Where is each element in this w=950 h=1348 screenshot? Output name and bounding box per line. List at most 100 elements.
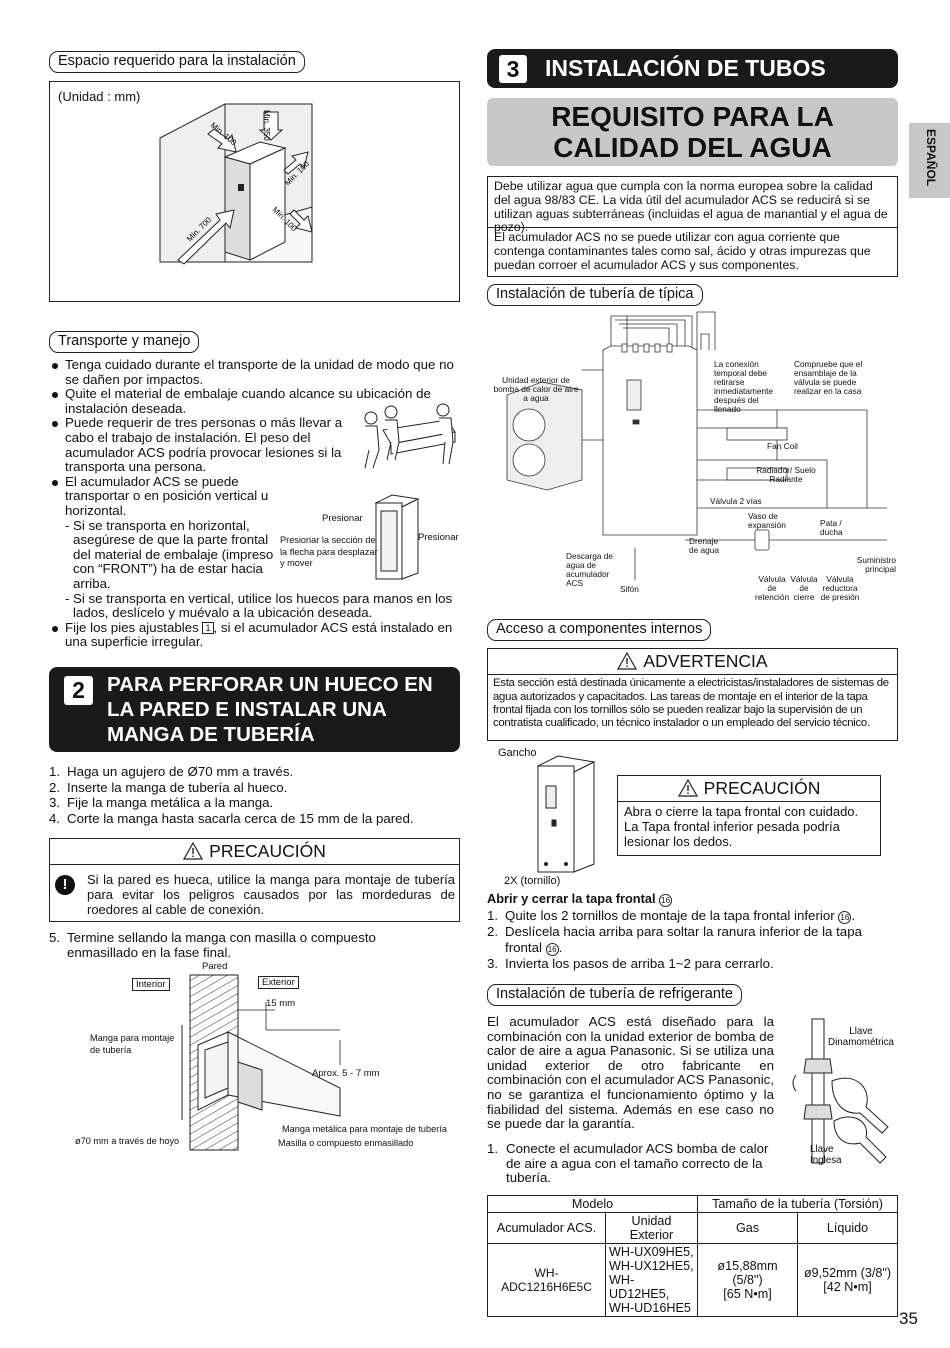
caution-title-left: PRECAUCIÓN <box>209 841 326 861</box>
step-1: 1.Haga un agujero de Ø70 mm a través. <box>49 764 459 780</box>
water-quality-banner: REQUISITO PARA LA CALIDAD DEL AGUA <box>487 98 898 166</box>
lbl-drenaje: Drenaje de agua <box>689 536 719 555</box>
caution-text-left: Si la pared es hueca, utilice la manga p… <box>87 872 455 917</box>
dim-350: Min. 350 <box>262 110 271 141</box>
step-3: 3.Fije la manga metálica a la manga. <box>49 795 459 811</box>
oc-step-3-text: Invierta los pasos de arriba 1~2 para ce… <box>505 955 774 971</box>
section-3-header: 3 INSTALACIÓN DE TUBOS <box>487 49 898 88</box>
caution-box-right: PRECAUCIÓN Abra o cierre la tapa frontal… <box>617 775 881 856</box>
lbl-gancho: Gancho <box>498 747 537 759</box>
space-diagram: Min. 700 Min. 100 Min. 350 Min. 100 Min.… <box>159 103 313 265</box>
warning-title: ADVERTENCIA <box>643 651 768 671</box>
page-number: 35 <box>899 1309 918 1328</box>
td-units: WH-UX09HE5, WH-UX12HE5, WH-UD12HE5, WH-U… <box>605 1243 698 1317</box>
fig-manga: Manga para montaje de tubería <box>90 1033 175 1055</box>
caution-text-right: Abra o cierre la tapa frontal con cuidad… <box>624 804 859 850</box>
fig-hoyo: ø70 mm a través de hoyo <box>75 1136 180 1146</box>
table-row: Modelo Tamaño de la tubería (Torsión) <box>487 1195 898 1213</box>
step-5-text: Termine sellando la manga con masilla o … <box>67 930 376 961</box>
oc-step-1-num: 1. <box>487 908 499 923</box>
section-2-title: PARA PERFORAR UN HUECO EN LA PARED E INS… <box>107 673 433 746</box>
step-4-num: 4. <box>49 810 61 826</box>
lbl-tornillo: 2X (tornillo) <box>504 875 561 887</box>
th-modelo: Modelo <box>487 1195 698 1213</box>
sub-horizontal: Si se transporta en horizontal, asegúres… <box>49 518 274 592</box>
press-label-1: Presionar <box>322 513 363 524</box>
open-close-steps: 1. Quite los 2 tornillos de montaje de la… <box>487 908 887 971</box>
water-quality-title-1: REQUISITO PARA LA <box>551 101 834 132</box>
unit-2: WH-UX12HE5, <box>609 1259 694 1273</box>
section-3-title: INSTALACIÓN DE TUBOS <box>545 55 826 81</box>
sub-vertical: Si se transporta en vertical, utilice lo… <box>49 591 454 621</box>
unit-label: (Unidad : mm) <box>58 89 141 104</box>
section-2-header: 2 PARA PERFORAR UN HUECO EN LA PARED E I… <box>49 667 460 752</box>
oc-step-3: 3.Invierta los pasos de arriba 1~2 para … <box>487 956 887 972</box>
lbl-compruebe: Compruebe que el ensamblaje de la válvul… <box>794 359 863 396</box>
liq-size: ø9,52mm (3/8") <box>803 1266 892 1280</box>
access-title: Acceso a componentes internos <box>487 619 712 641</box>
upright-unit-figure <box>374 494 420 580</box>
td-acum: WH-ADC1216H6E5C <box>487 1243 606 1317</box>
press-label-3: Presionar la sección de la flecha para d… <box>280 535 378 568</box>
warning-box: ADVERTENCIA Esta sección está destinada … <box>487 648 898 741</box>
warning-triangle-icon <box>677 779 698 797</box>
ref-1: 1 <box>202 621 214 634</box>
section-3-number: 3 <box>499 55 527 83</box>
step-2: 2.Inserte la manga de tubería al hueco. <box>49 780 459 796</box>
refrig-title: Instalación de tubería de refrigerante <box>487 984 742 1006</box>
language-tab: ESPAÑOL <box>909 123 950 198</box>
oc-step-1-text: Quite los 2 tornillos de montaje de la t… <box>505 908 835 923</box>
lbl-reductora: Válvula reductora de presión <box>820 574 860 602</box>
fig-masilla: Masilla o compuesto enmasillado <box>278 1138 414 1148</box>
step-5-num: 5. <box>49 930 61 945</box>
carry-people-figure <box>364 403 456 469</box>
lbl-fancoil: Fan Coil <box>767 441 798 451</box>
water-quality-box: Debe utilizar agua que cumpla con la nor… <box>487 176 898 277</box>
lbl-sifon: Sifón <box>620 584 639 594</box>
bullet-5-a: Fije los pies ajustables <box>65 619 199 635</box>
step-5: 5. Termine sellando la manga con masilla … <box>49 930 429 961</box>
ref-16-badge: 16 <box>838 911 852 924</box>
lbl-valvula2: Válvula 2 vías <box>710 496 762 506</box>
bullet-3: Puede requerir de tres personas o más ll… <box>49 416 354 474</box>
open-close-title-text: Abrir y cerrar la tapa frontal <box>487 891 656 906</box>
th-acum: Acumulador ACS. <box>487 1212 606 1244</box>
wall-sleeve-figure <box>181 974 341 1151</box>
oc-step-1: 1. Quite los 2 tornillos de montaje de la… <box>487 908 887 924</box>
oc-step-2-num: 2. <box>487 924 499 939</box>
lbl-retencion: Válvula de retención <box>755 574 790 602</box>
oc-step-2: 2.Deslícela hacia arriba para soltar la … <box>487 924 887 956</box>
bullet-5: Fije los pies ajustables 1, si el acumul… <box>49 619 454 650</box>
unit-front-figure <box>536 755 596 873</box>
caution-header-left: PRECAUCIÓN <box>50 839 459 866</box>
water-para-1: Debe utilizar agua que cumpla con la nor… <box>488 177 897 234</box>
th-gas: Gas <box>697 1212 798 1244</box>
refrig-text: El acumulador ACS está diseñado para la … <box>487 1014 774 1132</box>
lbl-outdoor: Unidad exterior de bomba de calor de air… <box>493 375 579 403</box>
td-gas: ø15,88mm (5/8") [65 N•m] <box>697 1243 798 1317</box>
bullet-5-b: , si el acumulador ACS está instalado en… <box>65 619 453 650</box>
step-1-num: 1. <box>49 764 61 779</box>
liq-torque: [42 N•m] <box>823 1280 872 1294</box>
caution-box-left: PRECAUCIÓN ! Si la pared es hueca, utili… <box>49 838 460 922</box>
unit-3: WH-UD12HE5, <box>609 1273 670 1301</box>
lbl-conexion: La conexión temporal debe retirarse inme… <box>714 359 774 414</box>
th-tamano: Tamaño de la tubería (Torsión) <box>697 1195 898 1213</box>
warning-text: Esta sección está destinada únicamente a… <box>493 677 889 730</box>
transport-content: Tenga cuidado durante el transporte de l… <box>49 357 459 650</box>
step-2-num: 2. <box>49 779 61 795</box>
ref-16-badge: 16 <box>545 942 559 956</box>
th-liq: Líquido <box>797 1212 898 1244</box>
transport-title: Transporte y manejo <box>49 331 200 353</box>
lbl-vaso: Vaso de expansión <box>748 511 786 530</box>
table-row: WH-ADC1216H6E5C WH-UX09HE5, WH-UX12HE5, … <box>487 1243 898 1317</box>
water-quality-title-2: CALIDAD DEL AGUA <box>553 132 832 163</box>
lbl-descarga: Descarga de agua de acumulador ACS <box>566 551 614 588</box>
td-liq: ø9,52mm (3/8") [42 N•m] <box>797 1243 898 1317</box>
bullet-1: Tenga cuidado durante el transporte de l… <box>49 357 454 387</box>
oc-step-2-end: . <box>558 939 563 955</box>
fig-aprox: Aprox. 5 - 7 mm <box>312 1068 380 1079</box>
section-2-steps: 1.Haga un agujero de Ø70 mm a través. 2.… <box>49 764 459 826</box>
pipe-size-table: Modelo Tamaño de la tubería (Torsión) Ac… <box>487 1195 898 1317</box>
th-unidad: Unidad Exterior <box>605 1212 698 1244</box>
